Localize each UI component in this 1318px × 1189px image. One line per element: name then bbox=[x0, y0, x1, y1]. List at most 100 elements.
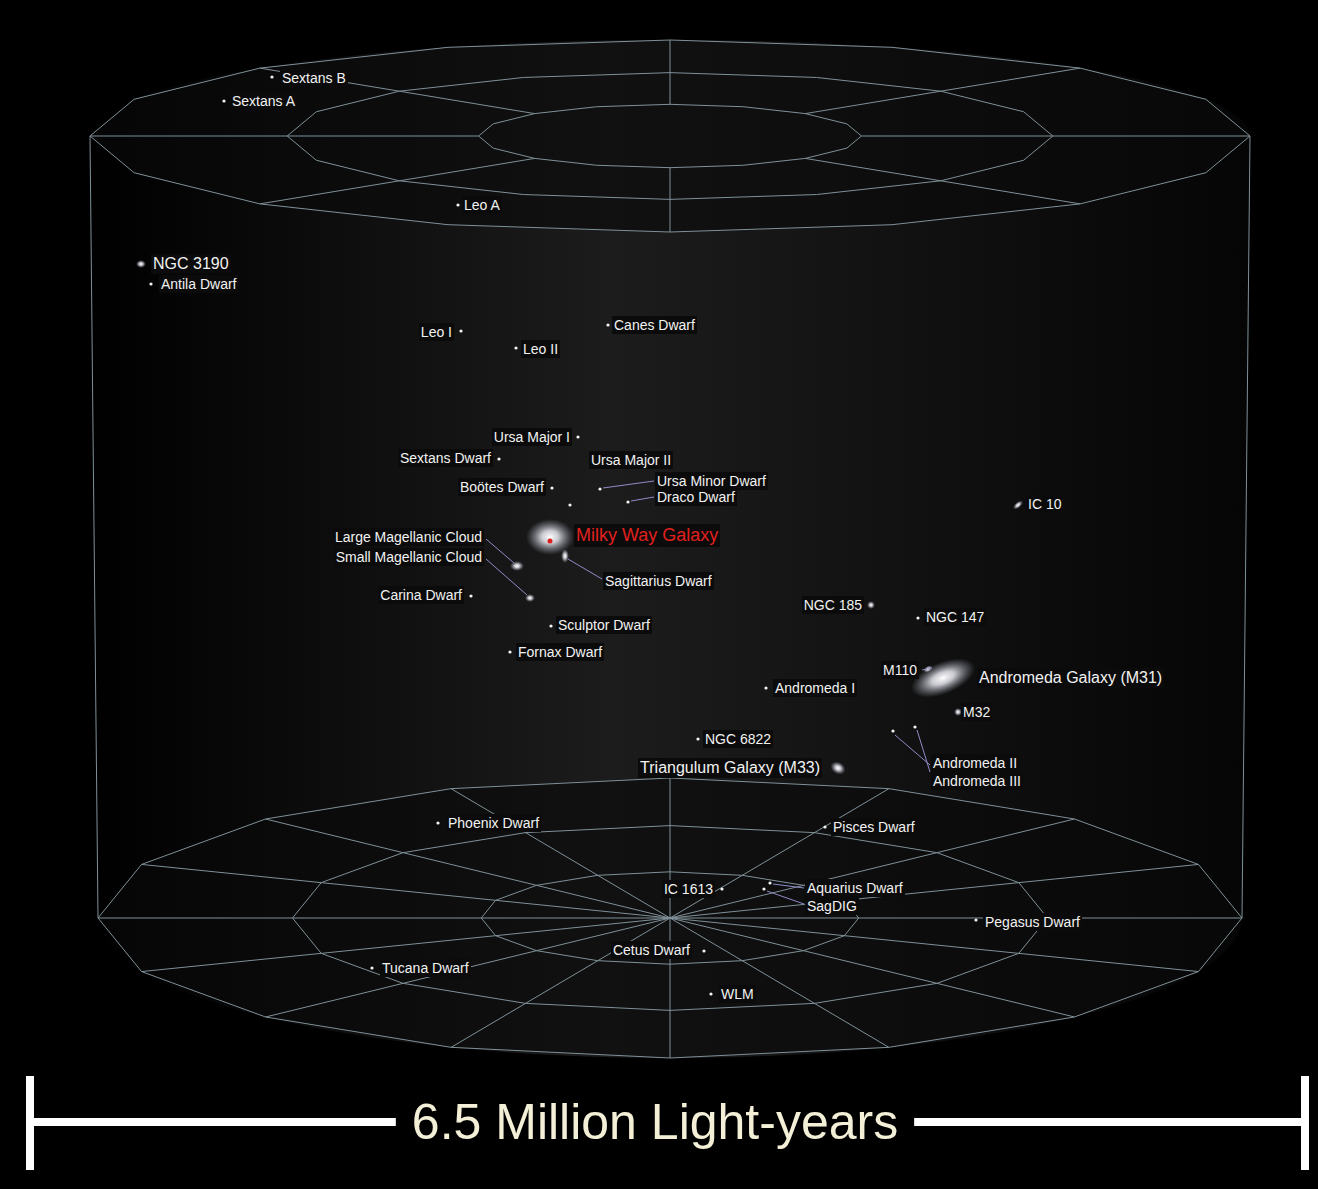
galaxy-label: Andromeda Galaxy (M31) bbox=[977, 668, 1164, 688]
galaxy-dot bbox=[549, 624, 552, 627]
galaxy-glow bbox=[526, 519, 574, 555]
galaxy-dot bbox=[270, 75, 273, 78]
galaxy-label: NGC 185 bbox=[802, 596, 864, 614]
galaxy-dot bbox=[702, 949, 705, 952]
galaxy-dot bbox=[913, 725, 916, 728]
leader-line bbox=[486, 559, 527, 595]
galaxy-label: Canes Dwarf bbox=[612, 316, 697, 334]
leader-line bbox=[631, 497, 654, 501]
galaxy-label: M32 bbox=[961, 703, 992, 721]
galaxy-label: Ursa Major II bbox=[589, 451, 673, 469]
grid-spoke bbox=[260, 68, 535, 113]
galaxy-label: Leo II bbox=[521, 340, 560, 358]
galaxy-dot bbox=[823, 825, 826, 828]
grid-spoke bbox=[670, 918, 671, 1058]
galaxy-label: Antila Dwarf bbox=[159, 275, 238, 293]
galaxy-label: NGC 3190 bbox=[151, 254, 231, 274]
grid-spoke bbox=[805, 68, 1080, 113]
home-galaxy-label: Milky Way Galaxy bbox=[574, 524, 720, 547]
scale-label: 6.5 Million Light-years bbox=[410, 1091, 900, 1154]
scale-bar bbox=[30, 1118, 396, 1126]
galaxy-glow bbox=[561, 549, 569, 563]
galaxy-label: Triangulum Galaxy (M33) bbox=[638, 758, 822, 778]
galaxy-glow bbox=[510, 561, 524, 571]
galaxy-glow bbox=[867, 601, 875, 609]
grid-spoke bbox=[451, 789, 670, 918]
galaxy-label: NGC 6822 bbox=[703, 730, 773, 748]
leader-line bbox=[486, 539, 514, 563]
galaxy-dot bbox=[891, 729, 894, 732]
galaxy-dot bbox=[720, 887, 723, 890]
galaxy-label: Fornax Dwarf bbox=[516, 643, 604, 661]
galaxy-dot bbox=[768, 881, 771, 884]
galaxy-label: Large Magellanic Cloud bbox=[333, 528, 484, 546]
galaxy-dot bbox=[974, 918, 977, 921]
galaxy-dot bbox=[508, 650, 511, 653]
galaxy-label: SagDIG bbox=[805, 897, 859, 915]
scale-tick bbox=[1301, 1076, 1309, 1170]
galaxy-label: Draco Dwarf bbox=[655, 488, 737, 506]
leader-line bbox=[773, 884, 804, 888]
galaxy-label: NGC 147 bbox=[924, 608, 986, 626]
scale-tick bbox=[26, 1076, 34, 1170]
galaxy-label: IC 10 bbox=[1026, 495, 1063, 513]
galaxy-dot bbox=[606, 323, 609, 326]
grid-spoke bbox=[451, 918, 670, 1047]
galaxy-dot bbox=[626, 500, 629, 503]
grid-spoke bbox=[670, 789, 889, 918]
grid-spoke bbox=[670, 864, 1198, 918]
galaxy-dot bbox=[696, 737, 699, 740]
leader-line bbox=[917, 730, 930, 772]
galaxy-dot bbox=[370, 966, 373, 969]
galaxy-dot bbox=[497, 457, 500, 460]
galaxy-dot bbox=[456, 203, 459, 206]
galaxy-label: Aquarius Dwarf bbox=[805, 879, 905, 897]
galaxy-label: Andromeda III bbox=[931, 772, 1023, 790]
galaxy-dot bbox=[764, 686, 767, 689]
grid-spoke bbox=[142, 864, 670, 918]
galaxy-label: Sextans B bbox=[280, 69, 348, 87]
grid-spoke bbox=[98, 918, 670, 919]
galaxy-glow bbox=[1011, 499, 1024, 511]
galaxy-dot bbox=[576, 435, 579, 438]
galaxy-label: Leo A bbox=[462, 196, 502, 214]
galaxy-label: WLM bbox=[719, 985, 756, 1003]
grid-spoke bbox=[805, 158, 1080, 203]
galaxy-label: Sextans A bbox=[230, 92, 297, 110]
grid-spoke bbox=[266, 918, 670, 1017]
galaxy-label: Cetus Dwarf bbox=[611, 941, 692, 959]
grid-spoke bbox=[670, 918, 1198, 972]
galaxy-label: Carina Dwarf bbox=[378, 586, 464, 604]
cylinder-panel bbox=[90, 40, 1250, 1058]
grid-spoke bbox=[670, 40, 671, 104]
leader-line bbox=[568, 559, 602, 579]
galaxy-dot bbox=[568, 503, 571, 506]
scale-bar bbox=[914, 1118, 1305, 1126]
grid-ring bbox=[90, 40, 1250, 232]
galaxy-dot bbox=[469, 594, 472, 597]
galaxy-label: Small Magellanic Cloud bbox=[334, 548, 484, 566]
galaxy-label: Leo I bbox=[419, 323, 454, 341]
leader-line bbox=[603, 481, 654, 488]
galaxy-dot bbox=[222, 99, 225, 102]
galaxy-label: Sextans Dwarf bbox=[398, 449, 493, 467]
galaxy-dot bbox=[916, 616, 919, 619]
galaxy-glow bbox=[828, 759, 848, 777]
grid-spoke bbox=[266, 819, 670, 918]
grid-spoke bbox=[670, 918, 889, 1047]
grid-spoke bbox=[670, 168, 671, 232]
galaxy-dot bbox=[709, 992, 712, 995]
leader-line bbox=[922, 668, 932, 670]
galaxy-dot bbox=[550, 486, 553, 489]
galaxy-label: Phoenix Dwarf bbox=[446, 814, 541, 832]
galaxy-label: M110 bbox=[881, 661, 919, 679]
grid-spoke bbox=[670, 918, 1074, 1017]
grid-ring bbox=[98, 778, 1242, 1058]
galaxy-label: Tucana Dwarf bbox=[380, 959, 471, 977]
galaxy-glow bbox=[136, 260, 146, 268]
sun-marker bbox=[548, 539, 553, 544]
leader-line bbox=[895, 735, 930, 765]
galaxy-label: Sculptor Dwarf bbox=[556, 616, 652, 634]
